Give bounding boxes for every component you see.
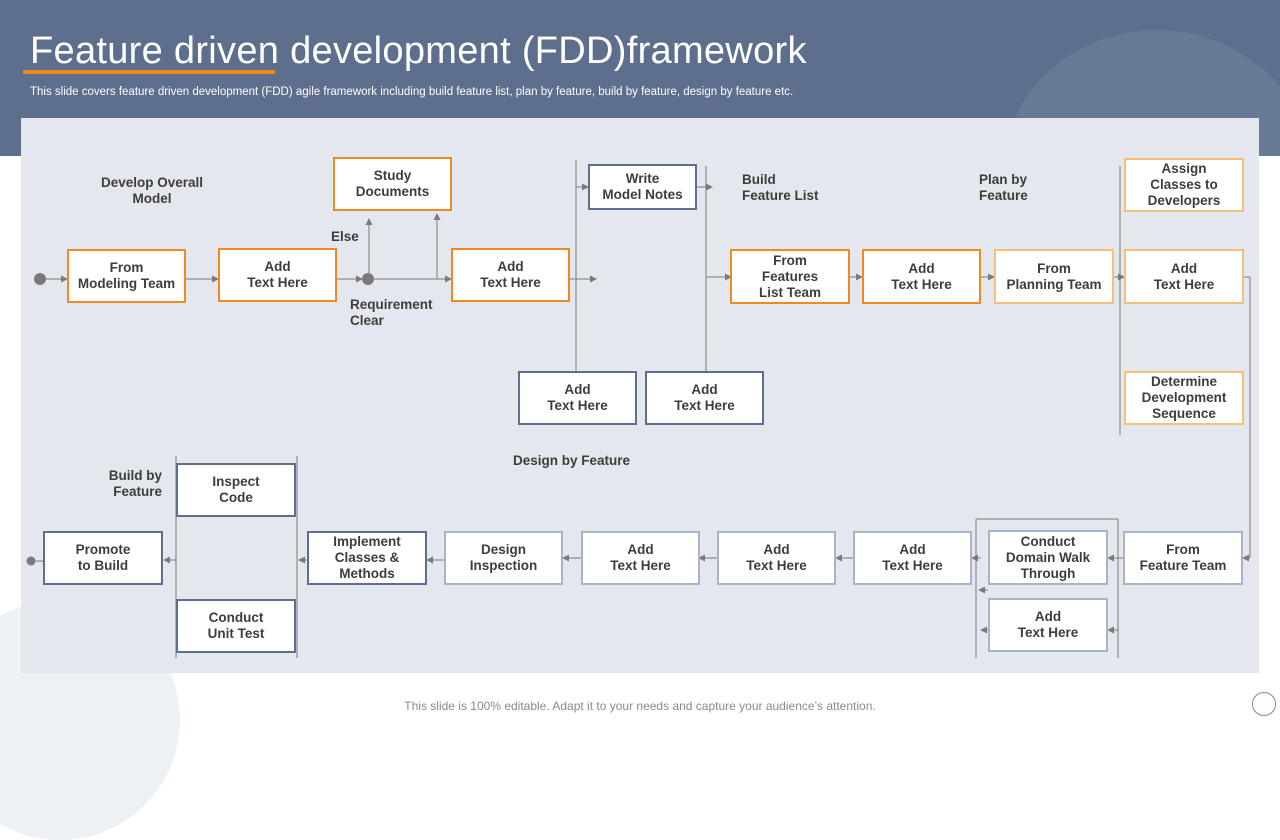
page-subtitle: This slide covers feature driven develop… — [30, 86, 794, 98]
decision-dot — [362, 273, 374, 285]
box-add-text-6: Add Text Here — [1124, 249, 1244, 304]
box-from-feature-team: From Feature Team — [1123, 531, 1243, 585]
label-build-feature-list: Build Feature List — [742, 172, 819, 203]
box-from-planning-team: From Planning Team — [994, 249, 1114, 304]
page-title: Feature driven development (FDD)framewor… — [30, 30, 807, 72]
box-add-text-3: Add Text Here — [518, 371, 637, 425]
box-assign-classes-to-developers: Assign Classes to Developers — [1124, 158, 1244, 212]
footer-note: This slide is 100% editable. Adapt it to… — [404, 699, 876, 713]
label-build-by-feature: Build by Feature — [108, 468, 162, 499]
box-add-text-5: Add Text Here — [862, 249, 981, 304]
box-conduct-unit-test: Conduct Unit Test — [176, 599, 296, 653]
box-write-model-notes: Write Model Notes — [588, 164, 697, 210]
label-design-by-feature: Design by Feature — [513, 453, 631, 468]
box-from-modeling-team: From Modeling Team — [67, 249, 186, 303]
box-add-text-9: Add Text Here — [717, 531, 836, 585]
box-add-text-4: Add Text Here — [645, 371, 764, 425]
label-develop-overall-model: Develop Overall Model — [100, 175, 204, 206]
title-underline — [23, 70, 275, 74]
corner-circle — [1252, 692, 1276, 716]
box-add-text-1: Add Text Here — [218, 248, 337, 302]
label-else: Else — [331, 229, 359, 244]
end-dot — [26, 556, 36, 566]
box-conduct-domain-walk-through: Conduct Domain Walk Through — [988, 530, 1108, 585]
box-add-text-7: Add Text Here — [988, 598, 1108, 652]
box-design-inspection: Design Inspection — [444, 531, 563, 585]
box-add-text-10: Add Text Here — [581, 531, 700, 585]
box-inspect-code: Inspect Code — [176, 463, 296, 517]
label-plan-by-feature: Plan by Feature — [979, 172, 1028, 203]
box-determine-development-sequence: Determine Development Sequence — [1124, 371, 1244, 425]
label-requirement-clear: Requirement Clear — [350, 297, 433, 328]
box-from-features-list-team: From Features List Team — [730, 249, 850, 304]
box-add-text-2: Add Text Here — [451, 248, 570, 302]
connector-lines — [26, 160, 1251, 658]
start-dot — [34, 273, 46, 285]
box-add-text-8: Add Text Here — [853, 531, 972, 585]
box-implement-classes-methods: Implement Classes & Methods — [307, 531, 427, 585]
box-promote-to-build: Promote to Build — [43, 531, 163, 585]
box-study-documents: Study Documents — [333, 157, 452, 211]
